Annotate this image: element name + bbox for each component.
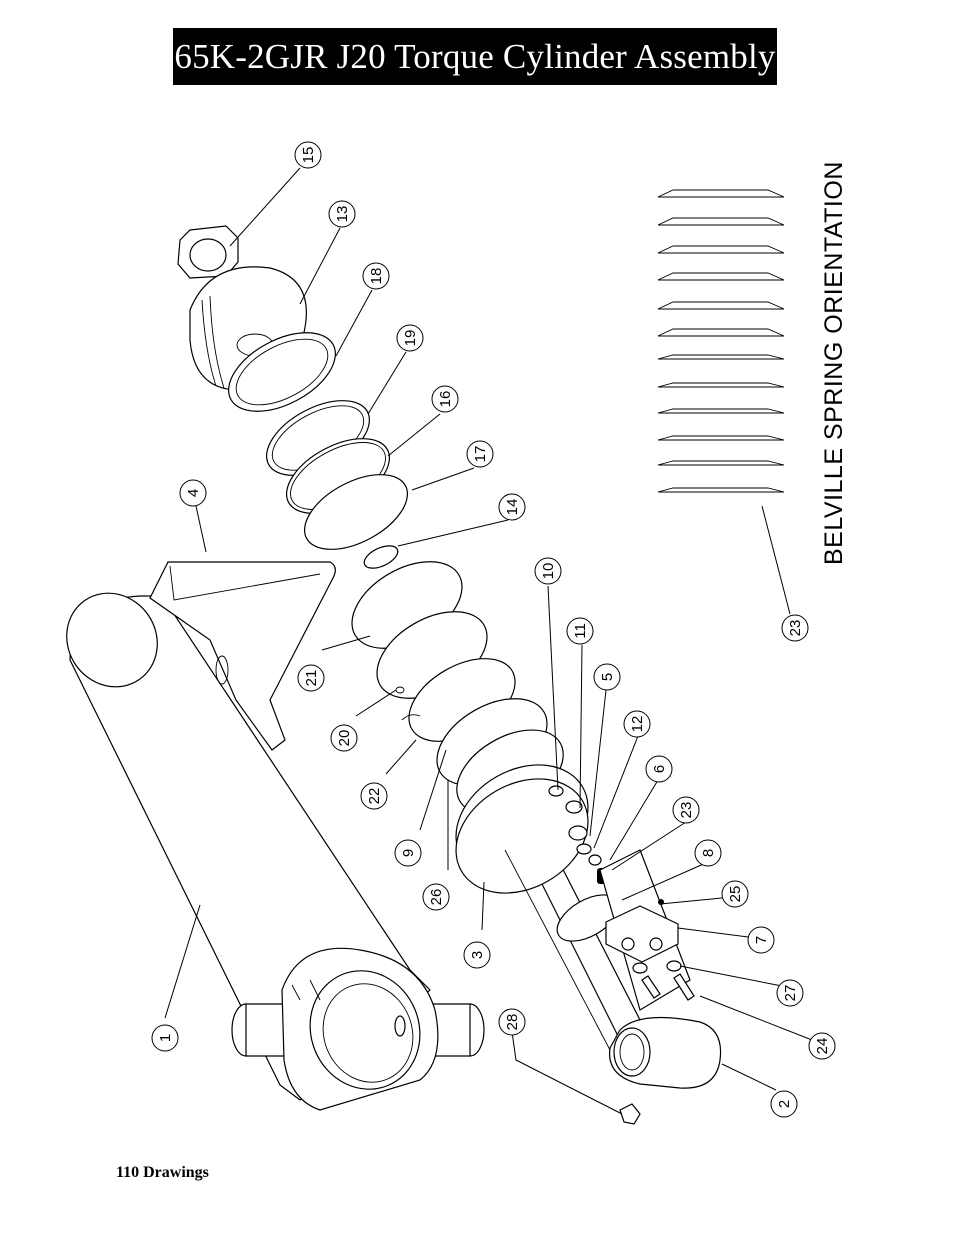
svg-text:9: 9 <box>400 849 417 857</box>
rod-end-clevis <box>608 1016 722 1089</box>
svg-text:4: 4 <box>185 489 202 497</box>
balloon-1: 1 <box>151 1024 179 1052</box>
balloon-7: 7 <box>747 926 775 954</box>
valve-block <box>605 899 679 963</box>
balloon-4: 4 <box>179 479 207 507</box>
balloon-24: 24 <box>808 1032 836 1060</box>
belleville-orientation-label: BELVILLE SPRING ORIENTATION <box>820 161 848 565</box>
svg-text:21: 21 <box>303 670 320 687</box>
balloon-16: 16 <box>431 385 459 413</box>
balloon-28: 28 <box>498 1008 526 1036</box>
svg-text:24: 24 <box>814 1038 831 1055</box>
svg-text:6: 6 <box>651 765 668 773</box>
svg-text:22: 22 <box>366 788 383 805</box>
svg-text:11: 11 <box>572 623 589 639</box>
balloon-5: 5 <box>593 663 621 691</box>
svg-text:17: 17 <box>472 446 489 463</box>
balloon-11: 11 <box>566 617 594 645</box>
svg-text:26: 26 <box>428 889 445 906</box>
svg-text:8: 8 <box>700 849 717 857</box>
svg-text:3: 3 <box>469 951 486 959</box>
balloon-9: 9 <box>394 839 422 867</box>
balloon-19: 19 <box>396 324 424 352</box>
svg-text:18: 18 <box>368 268 385 285</box>
balloon-23-valve: 23 <box>672 796 700 824</box>
balloon-2: 2 <box>770 1090 798 1118</box>
mounting-bracket <box>149 561 336 751</box>
page-footer: 110 Drawings <box>116 1164 209 1181</box>
svg-text:23: 23 <box>678 802 695 819</box>
svg-text:19: 19 <box>402 330 419 347</box>
piston-rings <box>351 561 589 894</box>
balloon-6: 6 <box>645 755 673 783</box>
balloon-8: 8 <box>694 839 722 867</box>
cylinder-body <box>66 592 485 1111</box>
balloon-22: 22 <box>360 782 388 810</box>
svg-text:23: 23 <box>787 620 804 637</box>
svg-text:2: 2 <box>776 1100 793 1108</box>
balloon-25: 25 <box>721 880 749 908</box>
page-title: 65K-2GJR J20 Torque Cylinder Assembly <box>173 28 777 85</box>
svg-text:25: 25 <box>727 886 744 903</box>
svg-text:1: 1 <box>157 1034 174 1042</box>
svg-text:7: 7 <box>753 936 770 944</box>
svg-text:28: 28 <box>504 1014 521 1031</box>
balloon-14: 14 <box>498 493 526 521</box>
svg-text:16: 16 <box>437 391 454 408</box>
balloon-21: 21 <box>297 664 325 692</box>
balloon-27: 27 <box>776 979 804 1007</box>
svg-text:14: 14 <box>504 499 521 516</box>
svg-text:15: 15 <box>300 147 317 164</box>
svg-text:27: 27 <box>782 985 799 1002</box>
svg-text:13: 13 <box>334 206 351 223</box>
balloon-18: 18 <box>362 262 390 290</box>
svg-text:10: 10 <box>540 563 557 580</box>
bolts <box>632 960 695 1001</box>
balloon-23-spring: 23 <box>781 614 809 642</box>
svg-text:12: 12 <box>629 716 646 733</box>
balloon-17: 17 <box>466 440 494 468</box>
balloon-15: 15 <box>294 141 322 169</box>
balloon-20: 20 <box>330 724 358 752</box>
svg-text:5: 5 <box>599 673 616 681</box>
seal-rings <box>228 332 409 569</box>
svg-text:20: 20 <box>336 730 353 747</box>
leader-lines <box>164 167 813 1115</box>
balloon-12: 12 <box>623 710 651 738</box>
balloon-3: 3 <box>463 941 491 969</box>
balloon-10: 10 <box>534 557 562 585</box>
balloon-13: 13 <box>328 200 356 228</box>
balloon-26: 26 <box>422 883 450 911</box>
grease-fitting <box>619 1103 641 1125</box>
belleville-spring-stack <box>657 189 785 493</box>
